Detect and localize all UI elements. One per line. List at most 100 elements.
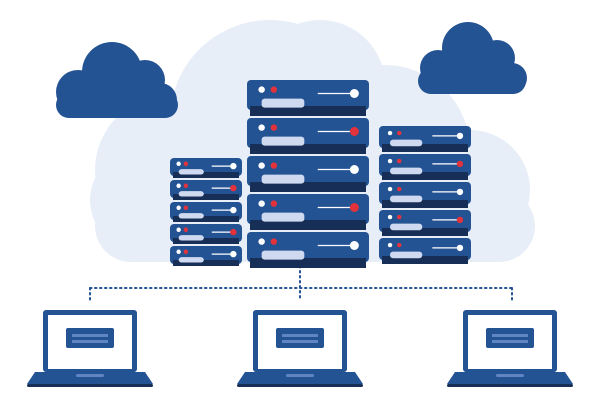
server-led-white	[258, 124, 265, 131]
server-unit-icon	[379, 210, 471, 236]
laptop-window-bar	[72, 334, 108, 337]
server-led-red	[183, 183, 189, 188]
server-led-red	[183, 161, 189, 166]
server-unit-icon	[170, 224, 242, 244]
server-slider-knob	[349, 165, 359, 174]
server-slider-knob	[230, 206, 237, 214]
laptop-window-bar	[72, 340, 108, 343]
server-unit-shadow	[173, 260, 239, 266]
laptop-window-bar	[492, 340, 528, 343]
server-slider-knob	[456, 132, 464, 140]
laptop-base-edge	[447, 384, 573, 387]
server-unit-shadow	[173, 194, 239, 200]
server-led-red	[270, 162, 278, 169]
server-rack-center	[247, 80, 369, 268]
server-led-white	[258, 86, 265, 93]
server-led-white	[176, 183, 181, 188]
server-drive-bay	[261, 98, 305, 108]
server-led-white	[176, 249, 181, 254]
server-led-red	[397, 130, 402, 136]
server-slider-knob	[456, 160, 464, 168]
laptop-base-edge	[27, 384, 153, 387]
laptop-window-icon	[66, 328, 114, 348]
server-led-white	[176, 161, 181, 166]
laptop-trackpad	[286, 374, 314, 377]
server-led-red	[397, 242, 402, 248]
server-unit-shadow	[382, 200, 468, 208]
server-unit-icon	[247, 194, 369, 230]
server-unit-icon	[170, 246, 242, 266]
server-led-white	[387, 130, 393, 136]
server-unit-icon	[170, 180, 242, 200]
server-led-white	[176, 227, 181, 232]
cloud-right-icon	[418, 22, 527, 94]
server-racks	[170, 80, 471, 268]
server-led-red	[270, 200, 278, 207]
server-led-white	[258, 238, 265, 245]
server-unit-shadow	[250, 220, 366, 230]
server-led-red	[397, 158, 402, 164]
server-slider-knob	[230, 184, 237, 192]
server-slider-knob	[349, 203, 359, 212]
laptop-base	[27, 372, 153, 384]
server-drive-bay	[390, 195, 423, 203]
server-drive-bay	[261, 174, 305, 184]
server-drive-bay	[390, 251, 423, 259]
laptop-window-bar	[282, 334, 318, 337]
server-slider-knob	[456, 188, 464, 196]
server-led-white	[387, 214, 393, 220]
server-led-white	[387, 158, 393, 164]
server-unit-shadow	[382, 172, 468, 180]
server-unit-shadow	[250, 106, 366, 116]
laptop-trackpad	[76, 374, 104, 377]
laptop-base-edge	[237, 384, 363, 387]
server-unit-icon	[379, 126, 471, 152]
server-unit-shadow	[250, 182, 366, 192]
server-led-white	[176, 205, 181, 210]
server-drive-bay	[178, 169, 204, 175]
server-slider-knob	[230, 250, 237, 258]
server-drive-bay	[261, 136, 305, 146]
server-drive-bay	[261, 250, 305, 260]
server-slider-knob	[230, 162, 237, 170]
server-slider-knob	[230, 228, 237, 236]
laptop-window-bar	[492, 334, 528, 337]
laptop-clients	[27, 310, 573, 387]
laptop-window-icon	[276, 328, 324, 348]
server-drive-bay	[178, 235, 204, 241]
server-unit-icon	[247, 156, 369, 192]
cloud-left-icon	[56, 42, 178, 118]
server-unit-shadow	[382, 256, 468, 264]
server-led-white	[258, 162, 265, 169]
server-led-red	[270, 238, 278, 245]
server-slider-knob	[456, 244, 464, 252]
server-unit-icon	[247, 118, 369, 154]
server-slider-knob	[349, 241, 359, 250]
server-led-white	[387, 186, 393, 192]
server-unit-icon	[247, 232, 369, 268]
server-drive-bay	[261, 212, 305, 222]
server-led-white	[258, 200, 265, 207]
server-unit-shadow	[382, 228, 468, 236]
laptop-base	[237, 372, 363, 384]
server-drive-bay	[390, 167, 423, 175]
server-unit-icon	[379, 238, 471, 264]
server-unit-icon	[170, 202, 242, 222]
server-led-red	[183, 227, 189, 232]
server-unit-shadow	[382, 144, 468, 152]
laptop-window-bar	[282, 340, 318, 343]
server-drive-bay	[178, 191, 204, 197]
server-drive-bay	[390, 223, 423, 231]
laptop-base	[447, 372, 573, 384]
server-unit-icon	[247, 80, 369, 116]
server-slider-knob	[456, 216, 464, 224]
server-led-red	[270, 124, 278, 131]
server-unit-shadow	[250, 144, 366, 154]
laptop-right	[447, 310, 573, 387]
server-led-red	[270, 86, 278, 93]
server-unit-shadow	[250, 258, 366, 268]
server-led-red	[397, 186, 402, 192]
laptop-left	[27, 310, 153, 387]
network-line-icon	[89, 265, 513, 301]
